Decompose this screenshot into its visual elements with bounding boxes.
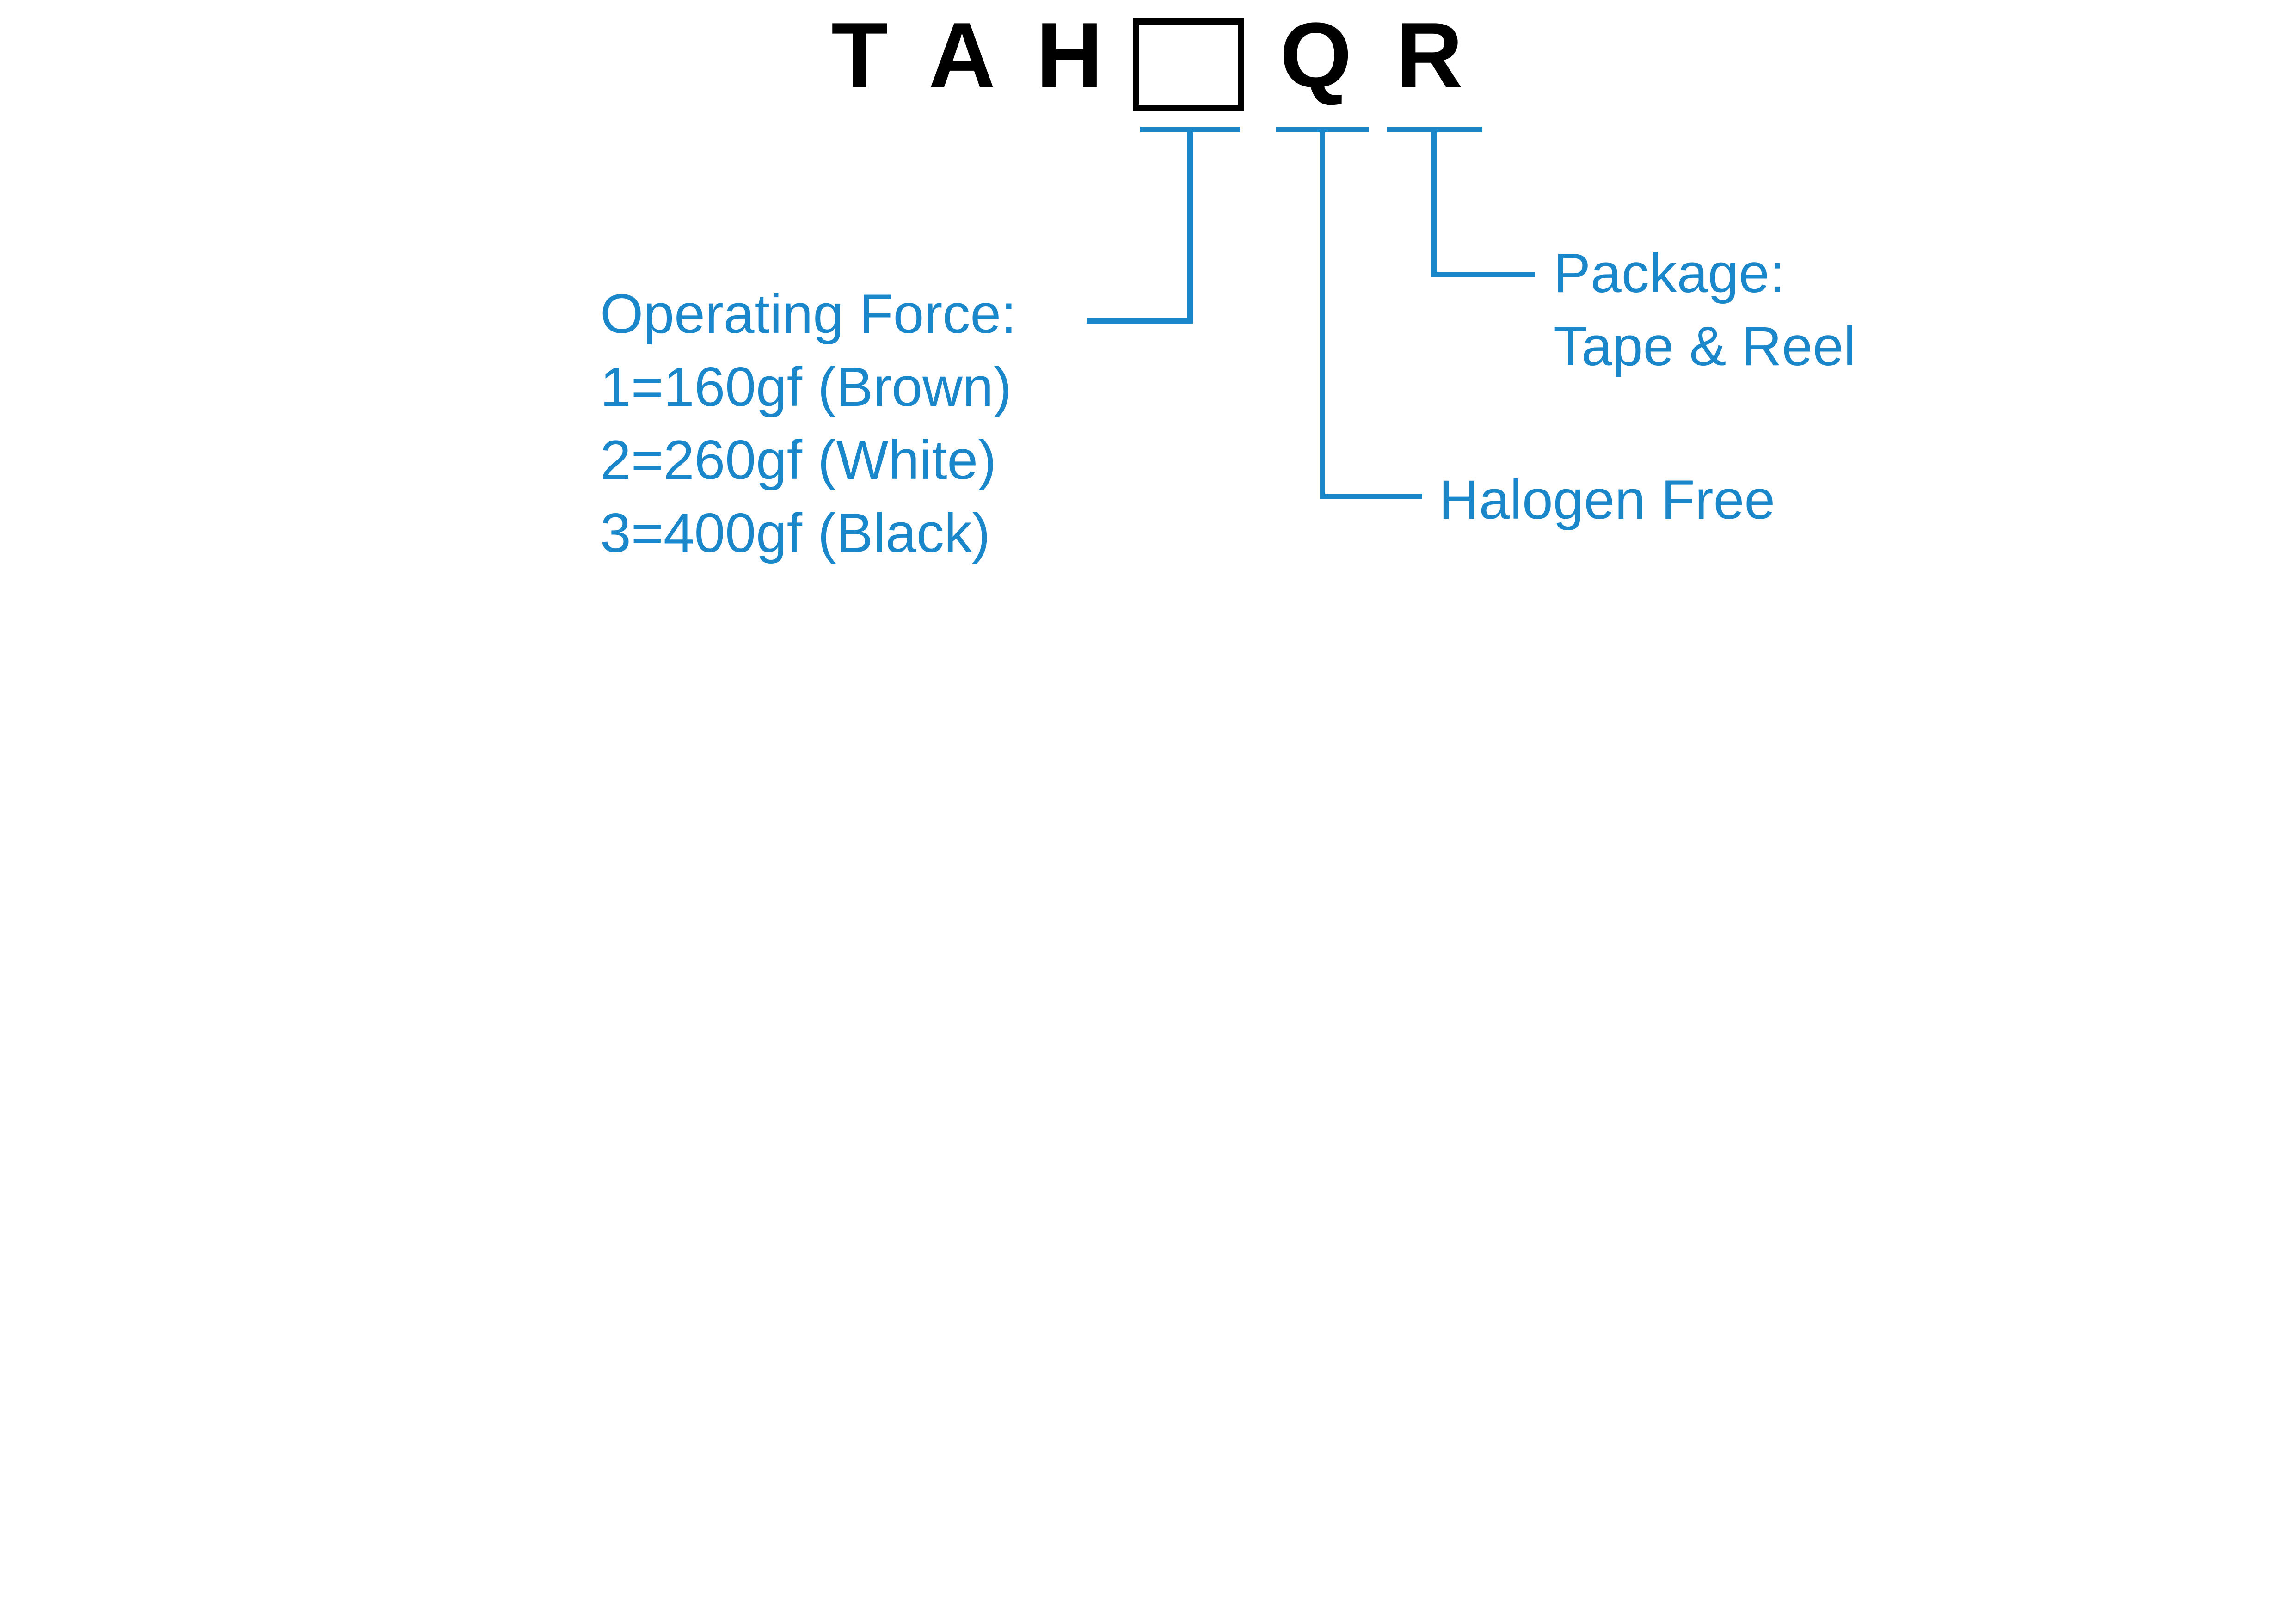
package-callout: Package: Tape & Reel (1554, 237, 1856, 383)
operating-force-callout: Operating Force: 1=160gf (Brown) 2=260gf… (600, 277, 1016, 570)
halogen-free-label: Halogen Free (1439, 469, 1775, 531)
package-connector-vertical (1431, 129, 1437, 277)
package-connector-horizontal (1434, 272, 1535, 277)
package-title: Package: (1554, 242, 1785, 304)
operating-force-option: 2=260gf (White) (600, 429, 997, 491)
part-number-suffix: Q R (1280, 4, 1472, 107)
operating-force-option: 3=400gf (Black) (600, 502, 990, 564)
operating-force-digit-placeholder-box (1133, 18, 1244, 111)
operating-force-option: 1=160gf (Brown) (600, 356, 1012, 418)
package-value: Tape & Reel (1554, 315, 1856, 377)
operating-force-connector-vertical (1187, 129, 1193, 324)
halogen-free-connector-vertical (1320, 129, 1325, 499)
operating-force-title: Operating Force: (600, 283, 1017, 345)
part-number-prefix: T A H (831, 4, 1112, 107)
operating-force-connector-horizontal (1087, 318, 1193, 324)
halogen-free-connector-horizontal (1322, 494, 1422, 499)
